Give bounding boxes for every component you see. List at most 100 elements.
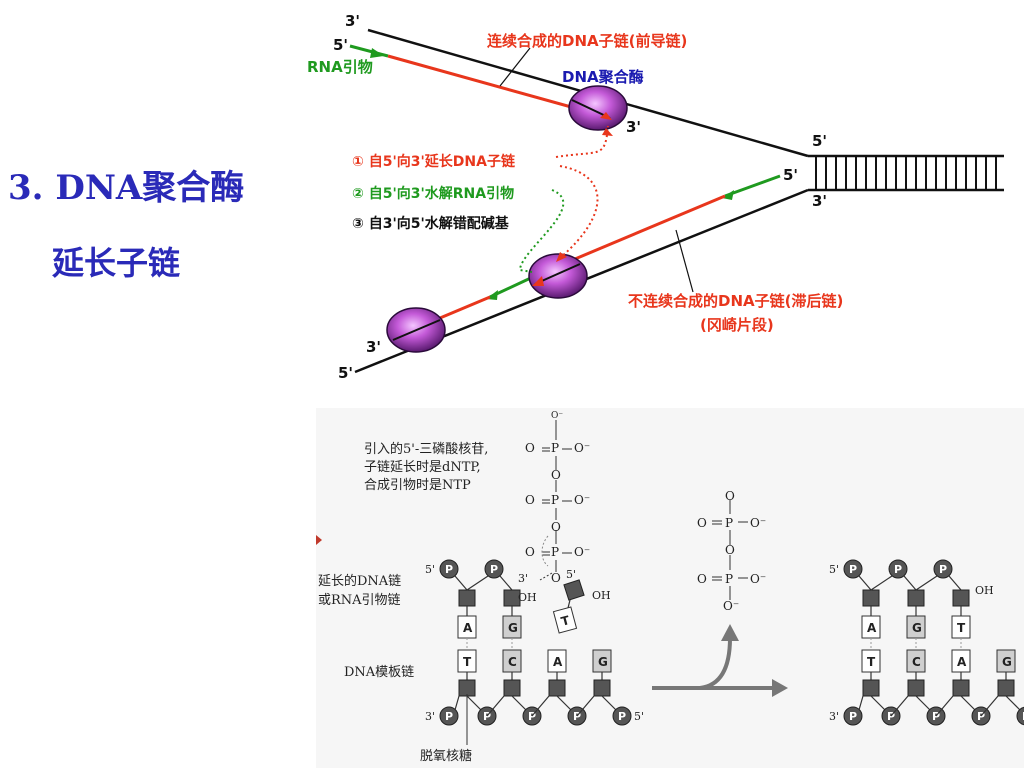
rna-primer-top [349, 44, 389, 58]
sugar [862, 679, 880, 697]
phosphate-circle [843, 559, 863, 579]
base-label: A [957, 655, 967, 669]
glycosidic-bond [567, 599, 571, 609]
base-pair-rungs [815, 157, 997, 189]
phosphate-label: P [849, 563, 857, 576]
label-5p: 5' [829, 563, 839, 576]
backbone-bond [576, 695, 595, 717]
reaction-arrowhead [772, 679, 788, 697]
base-label: G [508, 621, 518, 635]
base-t [552, 606, 578, 634]
backbone-bond [531, 695, 550, 717]
label-5p: 5' [566, 568, 576, 581]
atom-o: O [725, 489, 735, 503]
function-2: ② 自5'向3'水解RNA引物 [352, 185, 514, 202]
phosphate-label: P [887, 710, 895, 723]
atom-o-minus: O⁻ [750, 572, 766, 586]
phosphate-circle [439, 559, 459, 579]
base-label: T [463, 655, 472, 669]
backbone-bond [890, 695, 909, 717]
phosphate-circle [843, 706, 863, 726]
label-3p-top: 3' [345, 12, 360, 30]
backbone-bond [556, 695, 572, 711]
label-5p-bottom: 5' [338, 364, 353, 382]
rna-primer-label: RNA引物 [307, 58, 373, 76]
triphosphate-chain [542, 420, 572, 572]
dotted-arrowhead-1 [602, 128, 613, 136]
atom-o: O [551, 571, 561, 585]
atom-o: O [525, 545, 535, 559]
phosphate-label: P [528, 710, 536, 723]
backbone-bond [454, 695, 460, 711]
phosphate-label: P [483, 710, 491, 723]
backbone-bond [466, 575, 489, 591]
atom-o-minus: O⁻ [574, 441, 590, 455]
atom-o: O [697, 516, 707, 530]
base-label: G [598, 655, 608, 669]
sugar [907, 589, 925, 607]
label-3p-fork: 3' [812, 192, 827, 210]
atom-p: P [551, 545, 559, 559]
atom-o: O [725, 543, 735, 557]
sugar [503, 679, 521, 697]
atom-o: O [551, 468, 561, 482]
phosphate-circle [612, 706, 632, 726]
base-label: G [1002, 655, 1012, 669]
okazaki-label: (冈崎片段) [700, 316, 774, 334]
deoxyribose-label: 脱氧核糖 [420, 748, 472, 764]
phosphate-label: P [618, 710, 626, 723]
incoming-text-1: 引入的5'-三磷酸核苷, [364, 441, 488, 457]
okazaki-fragment-2 [439, 295, 491, 320]
sugar [458, 679, 476, 697]
incoming-text-2: 子链延长时是dNTP, [364, 460, 481, 475]
label-oh: OH [518, 591, 537, 604]
backbone-bond [511, 695, 527, 711]
atom-o-minus: O⁻ [551, 411, 563, 421]
sugar [862, 589, 880, 607]
label-3p-enzyme: 3' [626, 118, 641, 136]
atom-o: O [697, 572, 707, 586]
backbone-bond [858, 575, 872, 591]
dotted-arrowhead-1b [556, 252, 567, 262]
phosphate-label: P [932, 710, 940, 723]
label-5p-top: 5' [333, 36, 348, 54]
backbone-bond [601, 695, 617, 711]
sugar [952, 679, 970, 697]
label-3p: 3' [518, 572, 528, 585]
phosphate-label: P [445, 710, 453, 723]
incoming-text-3: 合成引物时是NTP [364, 478, 471, 493]
atom-o-minus: O⁻ [574, 493, 590, 507]
backbone-bond [960, 695, 976, 711]
backbone-bond [1005, 695, 1021, 711]
base-label: T [867, 655, 876, 669]
primer-arrowhead [370, 48, 384, 58]
leading-strand-label: 连续合成的DNA子链(前导链) [487, 32, 687, 50]
slide-title: 3. DNA聚合酶 [8, 168, 245, 208]
okazaki-fragment-1 [574, 194, 726, 261]
leading-pointer [499, 47, 531, 87]
label-3p: 3' [829, 710, 839, 723]
phosphate-label: P [977, 710, 985, 723]
polymerase-label: DNA聚合酶 [562, 68, 644, 86]
release-arrowhead [721, 624, 739, 641]
atom-o: O [525, 493, 535, 507]
backbone-bond [870, 695, 886, 711]
base-label: A [867, 621, 877, 635]
lagging-strand-label: 不连续合成的DNA子链(滞后链) [628, 292, 843, 310]
phosphate-label: P [849, 710, 857, 723]
growing-chain-label-2: 或RNA引物链 [318, 593, 401, 608]
growing-chain-label-1: 延长的DNA链 [318, 573, 401, 589]
sugar [997, 679, 1015, 697]
dotted-arrow-2 [518, 189, 565, 273]
backbone-bond [915, 575, 938, 591]
backbone-bond [948, 575, 962, 591]
attack-arrow [541, 535, 549, 567]
sugar [952, 589, 970, 607]
phosphate-circle [439, 706, 459, 726]
phosphate-label: P [939, 563, 947, 576]
backbone-bond [858, 695, 864, 711]
